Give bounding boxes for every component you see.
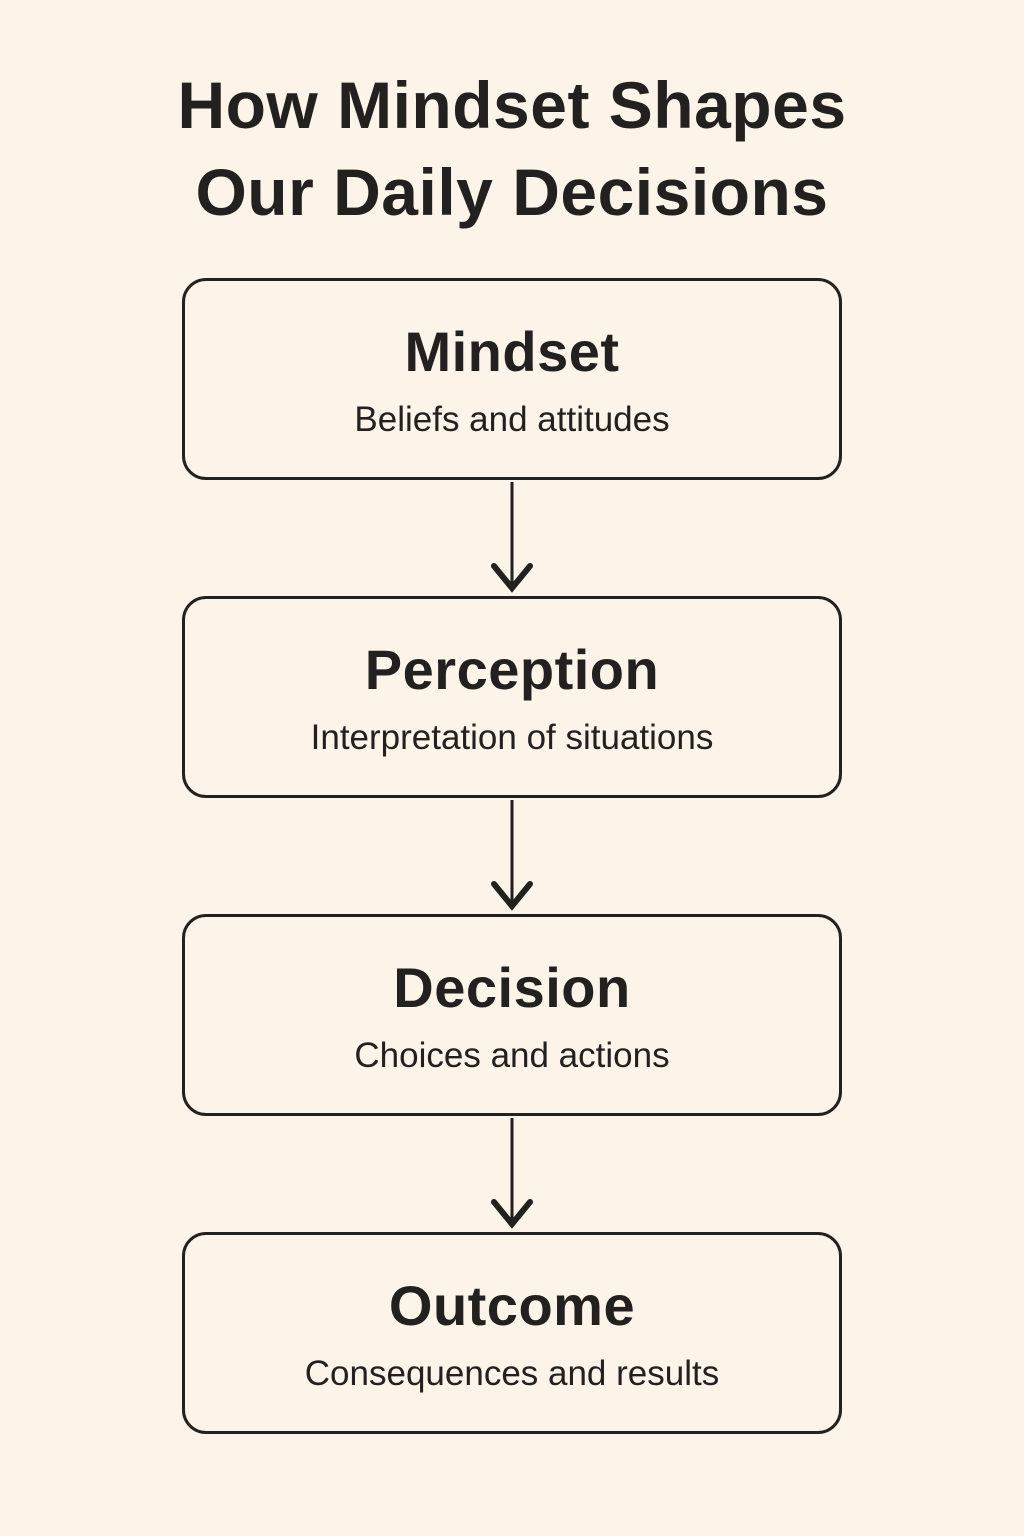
page-title: How Mindset Shapes Our Daily Decisions xyxy=(177,62,846,236)
step-box-outcome: Outcome Consequences and results xyxy=(182,1232,842,1435)
down-arrow-icon xyxy=(482,1116,542,1232)
down-arrow-icon xyxy=(482,798,542,914)
page-title-line-2: Our Daily Decisions xyxy=(195,155,829,230)
down-arrow-icon xyxy=(482,480,542,596)
step-heading: Outcome xyxy=(388,1273,636,1337)
step-description: Choices and actions xyxy=(354,1035,670,1075)
step-description: Consequences and results xyxy=(304,1353,720,1393)
step-heading: Mindset xyxy=(404,319,620,383)
page-title-line-1: How Mindset Shapes xyxy=(177,68,847,142)
step-heading: Decision xyxy=(393,955,631,1019)
step-description: Beliefs and attitudes xyxy=(354,399,670,439)
step-box-perception: Perception Interpretation of situations xyxy=(182,596,842,799)
flowchart: Mindset Beliefs and attitudes Perception… xyxy=(182,278,842,1435)
step-heading: Perception xyxy=(364,637,660,701)
step-box-decision: Decision Choices and actions xyxy=(182,914,842,1117)
step-box-mindset: Mindset Beliefs and attitudes xyxy=(182,278,842,481)
step-description: Interpretation of situations xyxy=(310,717,714,757)
